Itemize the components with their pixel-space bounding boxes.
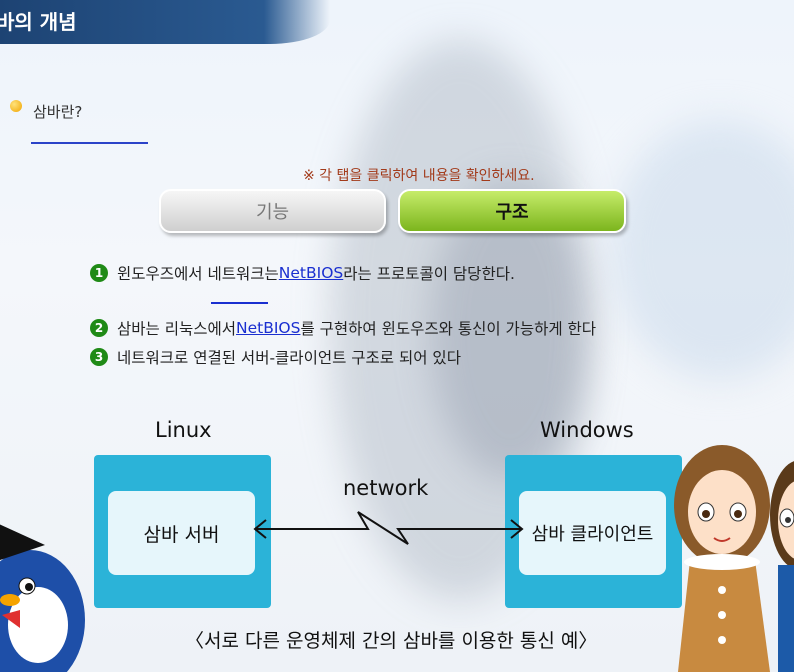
windows-label: Windows — [540, 418, 634, 442]
linux-box: 삼바 서버 — [94, 455, 271, 608]
item-text: 를 구현하여 윈도우즈와 통신이 가능하게 한다 — [300, 320, 597, 338]
section-title: 삼바란? — [33, 103, 83, 121]
netbios-link[interactable]: NetBIOS — [236, 319, 301, 337]
linux-label: Linux — [155, 418, 212, 442]
tab-notice: ※ 각 탭을 클릭하여 내용을 확인하세요. — [303, 168, 535, 184]
netbios-link[interactable]: NetBIOS — [278, 264, 344, 282]
arrow-left-icon — [253, 519, 267, 539]
background-blot — [610, 120, 794, 380]
samba-server-label: 삼바 서버 — [143, 523, 220, 546]
arrow-right-icon — [510, 519, 524, 539]
list-item: 1 윈도우즈에서 네트워크는 NetBIOS 라는 프로토콜이 담당한다. — [90, 262, 515, 284]
list-item: 2 삼바는 리눅스에서 NetBIOS 를 구현하여 윈도우즈와 통신이 가능하… — [90, 317, 596, 339]
number-badge: 1 — [90, 264, 108, 282]
windows-box: 삼바 클라이언트 — [505, 455, 682, 608]
link-underline — [211, 302, 268, 304]
header-banner: 바의 개념 — [0, 0, 330, 44]
diagram-caption: 〈서로 다른 운영체제 간의 삼바를 이용한 통신 예〉 — [185, 630, 598, 652]
item-text: 삼바는 리눅스에서 — [117, 320, 237, 338]
item-text: 라는 프로토콜이 담당한다. — [343, 265, 515, 283]
network-line — [255, 511, 522, 545]
item-text: 네트워크로 연결된 서버-클라이언트 구조로 되어 있다 — [117, 349, 461, 367]
number-badge: 2 — [90, 319, 108, 337]
section-underline — [31, 142, 148, 144]
samba-client-label: 삼바 클라이언트 — [531, 524, 654, 545]
list-item: 3 네트워크로 연결된 서버-클라이언트 구조로 되어 있다 — [90, 346, 461, 368]
tab-structure[interactable]: 구조 — [398, 189, 626, 233]
item-text: 윈도우즈에서 네트워크는 — [117, 265, 279, 283]
bullet-icon — [10, 100, 22, 112]
tab-function[interactable]: 기능 — [159, 189, 386, 233]
samba-client-box: 삼바 클라이언트 — [519, 491, 666, 575]
page-title: 바의 개념 — [0, 10, 77, 34]
number-badge: 3 — [90, 348, 108, 366]
tab-structure-label: 구조 — [495, 202, 529, 223]
tab-function-label: 기능 — [255, 202, 290, 223]
samba-server-box: 삼바 서버 — [108, 491, 255, 575]
network-label: network — [343, 476, 429, 500]
